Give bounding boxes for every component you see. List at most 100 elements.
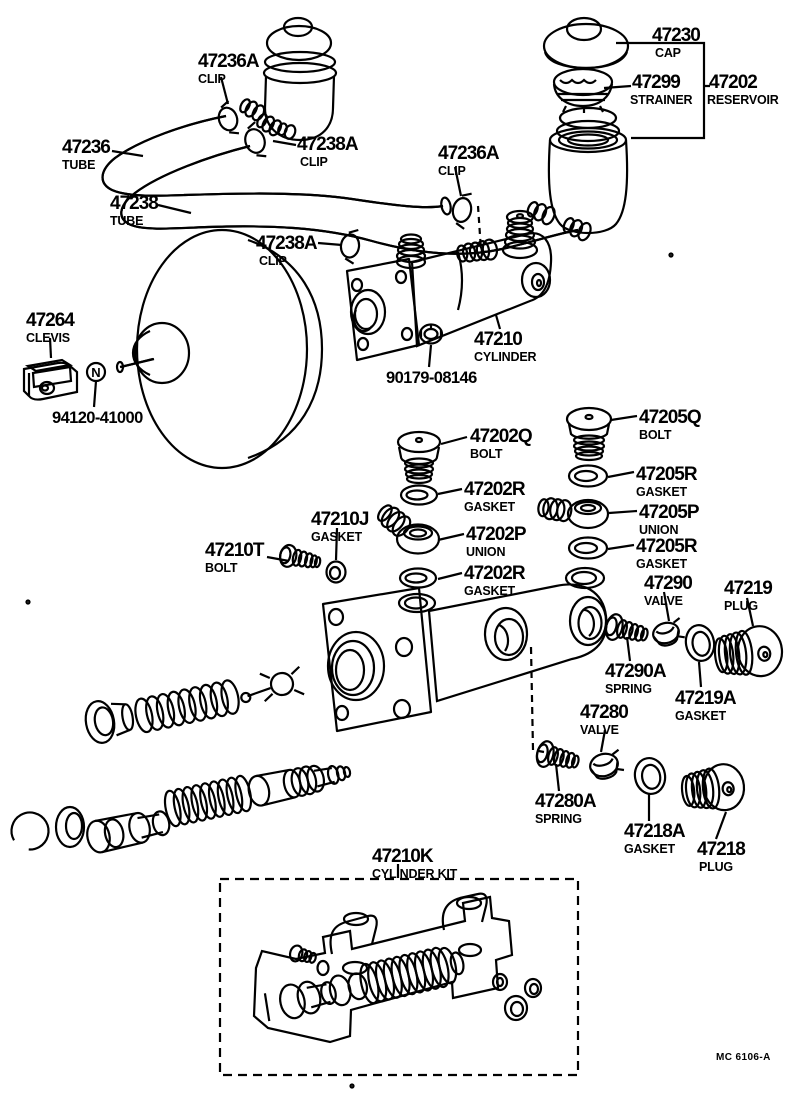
part-name: TUBE: [110, 214, 144, 228]
label-47205q: 47205Q BOLT: [639, 407, 702, 442]
part-number: 47202P: [466, 524, 527, 545]
part-name: PLUG: [724, 599, 758, 613]
label-47202r-2: 47202R GASKET: [464, 564, 526, 598]
part-name: STRAINER: [630, 93, 693, 107]
gasket-47219a: [684, 624, 716, 662]
outlet-boss-right: [501, 209, 539, 260]
tube-47236: [101, 114, 444, 209]
outlet-boss-left: [395, 233, 427, 270]
label-47210j: 47210J GASKET: [311, 510, 369, 544]
part-name: GASKET: [636, 557, 687, 571]
label-47218: 47218 PLUG: [697, 839, 746, 874]
label-47219: 47219 PLUG: [724, 578, 773, 613]
part-name: BOLT: [470, 447, 503, 461]
part-name: GASKET: [311, 530, 362, 544]
label-47236a-top: 47236A CLIP: [198, 51, 260, 86]
plug-47218: [680, 763, 746, 812]
snap-ring: [10, 811, 50, 851]
clip-47236a-mid: [451, 192, 473, 230]
gasket-47202r-1: [399, 484, 439, 506]
label-47202q: 47202Q BOLT: [470, 427, 533, 461]
banjo-bolt-47202q: [396, 430, 442, 485]
clevis-47264: [22, 358, 79, 401]
part-name: SPRING: [605, 682, 652, 696]
part-number: 47238: [110, 193, 159, 214]
strainer-47299: [552, 67, 614, 113]
part-number: 47280A: [535, 791, 597, 812]
plug-47219: [713, 625, 784, 678]
label-90179-08146: 90179-08146: [386, 370, 477, 387]
label-47202r-1: 47202R GASKET: [464, 479, 526, 514]
kit-piston-assembly: [263, 946, 465, 1022]
part-number: 47205P: [639, 502, 700, 523]
gasket-47202r-2: [398, 567, 438, 589]
primary-piston: [86, 810, 171, 854]
label-47210: 47210 CYLINDER: [474, 330, 536, 364]
part-name: GASKET: [464, 500, 515, 514]
part-name: GASKET: [675, 709, 726, 723]
part-number: 47218: [697, 839, 746, 860]
part-name: CYLINDER: [474, 350, 537, 364]
valve-47290: [652, 617, 685, 647]
nut-90179: [418, 323, 444, 345]
part-number: 47202R: [464, 479, 526, 500]
master-cylinder-47210: [345, 209, 553, 362]
part-name: CLIP: [300, 155, 328, 169]
label-94120-41000: 94120-41000: [52, 410, 143, 427]
return-spring: [134, 679, 240, 734]
piston-cup-upper: [84, 700, 135, 744]
part-name: BOLT: [205, 561, 238, 575]
part-name: CLIP: [438, 164, 466, 178]
drawing-code: MC 6106-A: [716, 1052, 771, 1063]
bracket-47202: [616, 41, 710, 140]
part-number: 47230: [652, 25, 701, 46]
label-47219a: 47219A GASKET: [675, 688, 737, 723]
label-47238: 47238 TUBE: [110, 193, 159, 228]
part-number: 47264: [26, 310, 75, 331]
part-name: BOLT: [639, 428, 672, 442]
label-47205r-2: 47205R GASKET: [636, 536, 698, 571]
label-47280: 47280 VALVE: [580, 703, 629, 737]
stray-dots: [25, 252, 674, 1089]
part-number: 47299: [632, 72, 681, 93]
spring-47280a: [535, 740, 580, 769]
part-name: UNION: [466, 545, 506, 559]
part-name: PLUG: [699, 860, 733, 874]
tube-open-end: [440, 196, 452, 216]
label-47218a: 47218A GASKET: [624, 821, 686, 856]
part-number: 47210T: [205, 540, 264, 561]
spring-47290a: [604, 613, 649, 642]
clip-47238a-top: [244, 121, 267, 158]
piston-boot: [163, 774, 253, 828]
part-number: 47236A: [198, 51, 260, 72]
part-name: GASKET: [636, 485, 687, 499]
valve-47280: [589, 748, 625, 780]
part-number: 47236: [62, 137, 111, 158]
part-number: 94120-41000: [52, 409, 143, 427]
part-name: VALVE: [580, 723, 619, 737]
part-name: CAP: [655, 46, 681, 60]
part-number: 47219: [724, 578, 773, 599]
label-47290: 47290 VALVE: [644, 573, 693, 608]
nut-symbol-circle: N: [85, 361, 107, 383]
part-number: 47219A: [675, 688, 737, 709]
poppet-valve-rod: [240, 665, 305, 704]
part-number: 47205R: [636, 536, 698, 557]
part-number: 47236A: [438, 143, 500, 164]
part-number: 47290: [644, 573, 693, 594]
part-name: CLIP: [198, 72, 226, 86]
secondary-piston: [247, 764, 352, 807]
label-47264: 47264 CLEVIS: [26, 310, 75, 345]
gasket-47218a: [633, 756, 667, 796]
label-47230: 47230 CAP: [652, 25, 701, 60]
gasket-47205r-1: [567, 464, 609, 488]
label-47202p: 47202P UNION: [466, 524, 527, 559]
leader-lines: [48, 76, 755, 878]
part-number: 47205Q: [639, 407, 702, 428]
label-47205r-1: 47205R GASKET: [636, 465, 698, 499]
part-number: 47218A: [624, 821, 686, 842]
reservoir-cap-47230: [542, 16, 630, 70]
union-47205p: [537, 497, 610, 530]
